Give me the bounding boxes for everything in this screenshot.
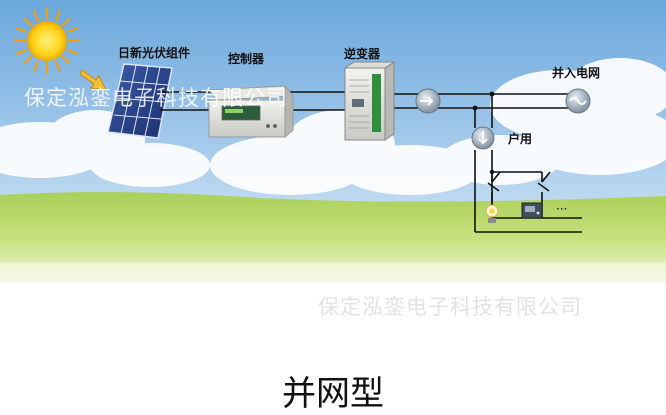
bulb-icon — [485, 204, 499, 223]
household-meter-icon — [471, 126, 495, 150]
diagram-caption: 并网型 — [282, 374, 384, 414]
solar-panel-icon — [107, 63, 173, 139]
sunlight-arrow — [79, 69, 107, 91]
clouds — [0, 58, 666, 195]
sun-icon — [14, 8, 80, 74]
grid-label: 并入电网 — [552, 66, 601, 80]
grass-field — [0, 192, 666, 283]
controller-icon — [208, 84, 294, 139]
junction-dots — [472, 91, 495, 175]
appliance-icon — [521, 202, 543, 219]
household-label: 户用 — [508, 132, 533, 146]
watermark-bottom: 保定泓銮电子科技有限公司 — [318, 295, 582, 319]
solar-module-label: 日新光伏组件 — [118, 46, 191, 60]
system-diagram — [0, 0, 666, 283]
grid-meter-icon — [565, 88, 591, 114]
inverter-label: 逆变器 — [344, 47, 381, 61]
inverter-icon — [343, 61, 396, 141]
watermark-top: 保定泓銮电子科技有限公司 — [24, 86, 288, 110]
meter-icon — [415, 88, 441, 114]
switch-icon — [487, 182, 550, 192]
ellipsis-label: ··· — [556, 202, 568, 216]
controller-label: 控制器 — [228, 52, 265, 66]
